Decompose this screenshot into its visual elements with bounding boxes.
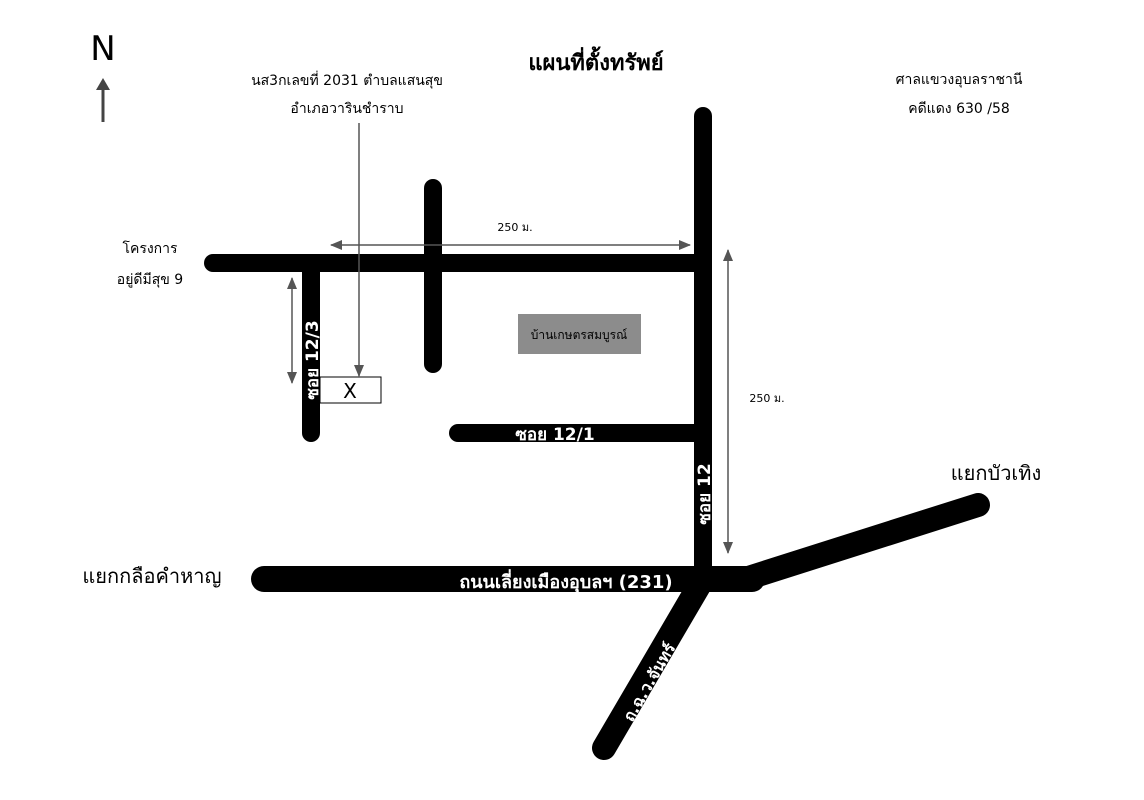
right-junction-label: แยกบัวเทิง [951,461,1041,485]
property-note-line2: อำเภอวารินชำราบ [290,101,403,117]
road-chayangkun [592,567,715,760]
distance-vertical-label: 250 ม. [749,392,784,405]
north-label: N [90,29,115,69]
left-junction-label: แยกกลือคำหาญ [82,564,221,588]
project-line1: โครงการ [122,240,178,257]
property-marker-label: X [343,379,357,403]
property-note-line1: นส3กเลขที่ 2031 ตำบลแสนสุข [251,71,443,89]
soi-12-1-label: ซอย 12/1 [515,425,594,445]
landmark-label: บ้านเกษตรสมบูรณ์ [531,328,628,343]
map-title: แผนที่ตั้งทรัพย์ [528,46,663,76]
north-arrow-icon [96,78,110,122]
soi-12-label: ซอย 12 [695,463,715,524]
project-line2: อยู่ดีมีสุข 9 [117,272,183,288]
court-line2: คดีแดง 630 /58 [908,101,1010,117]
distance-horizontal-label: 250 ม. [497,221,532,234]
road-to-bua-thoeng [733,493,990,591]
landmark-box [518,314,641,354]
soi-12-3-label: ซอย 12/3 [303,320,323,399]
court-line1: ศาลแขวงอุบลราชานี [896,72,1023,88]
property-marker-box [319,376,382,404]
main-road-label: ถนนเลี่ยงเมืองอุบลฯ (231) [459,569,672,594]
